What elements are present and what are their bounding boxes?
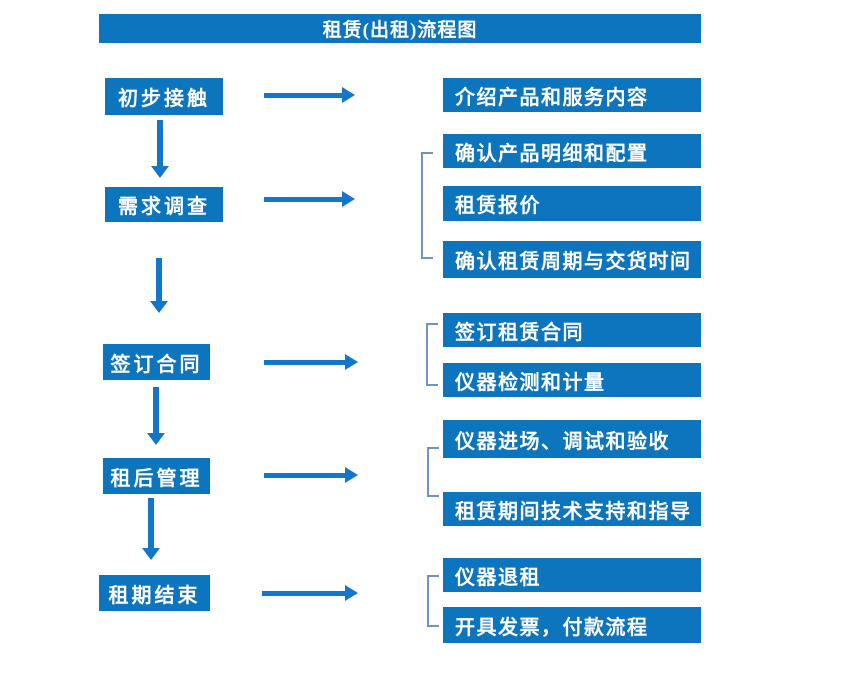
arrow-right-icon	[264, 191, 355, 207]
arrow-down-icon	[151, 120, 169, 178]
arrow-down-icon	[147, 387, 165, 445]
arrow-shaft	[156, 258, 162, 302]
arrow-right-icon	[264, 354, 358, 370]
arrow-head	[345, 467, 358, 483]
arrow-head	[142, 548, 160, 560]
arrow-shaft	[148, 498, 154, 549]
arrow-head	[345, 585, 358, 601]
detail-box-instrument-inspection: 仪器检测和计量	[443, 363, 701, 397]
group-bracket	[427, 447, 439, 497]
title-bar: 租赁(出租)流程图	[99, 14, 701, 43]
group-bracket	[427, 575, 439, 627]
arrow-shaft	[264, 92, 344, 98]
group-bracket	[421, 152, 433, 259]
step-box-post-rental-management: 租后管理	[103, 458, 210, 494]
detail-box-instrument-setup: 仪器进场、调试和验收	[443, 420, 701, 458]
detail-box-confirm-rental-period: 确认租赁周期与交货时间	[443, 241, 701, 278]
detail-box-sign-rental-contract: 签订租赁合同	[443, 313, 701, 347]
detail-box-instrument-return: 仪器退租	[443, 558, 701, 592]
arrow-shaft	[264, 472, 347, 478]
page-title: 租赁(出租)流程图	[322, 20, 478, 41]
detail-box-confirm-product-details: 确认产品明细和配置	[443, 134, 701, 168]
arrow-right-icon	[262, 585, 358, 601]
arrow-shaft	[157, 120, 163, 167]
arrow-shaft	[264, 196, 344, 202]
arrow-shaft	[264, 359, 347, 365]
arrow-down-icon	[142, 498, 160, 560]
detail-box-technical-support: 租赁期间技术支持和指导	[443, 492, 701, 526]
arrow-head	[342, 191, 355, 207]
arrow-shaft	[153, 387, 159, 434]
arrow-right-icon	[264, 87, 355, 103]
arrow-down-icon	[150, 258, 168, 313]
group-bracket	[426, 323, 438, 386]
arrow-right-icon	[264, 467, 358, 483]
arrow-head	[151, 166, 169, 178]
detail-box-rental-quote: 租赁报价	[443, 186, 701, 221]
arrow-head	[150, 301, 168, 313]
step-box-needs-survey: 需求调查	[105, 187, 223, 222]
step-box-rental-end: 租期结束	[99, 575, 210, 611]
detail-box-introduce-products: 介绍产品和服务内容	[443, 78, 701, 112]
step-box-sign-contract: 签订合同	[103, 344, 210, 380]
arrow-shaft	[262, 590, 347, 596]
arrow-head	[147, 433, 165, 445]
arrow-head	[342, 87, 355, 103]
detail-box-invoice-payment: 开具发票，付款流程	[443, 607, 701, 643]
arrow-head	[345, 354, 358, 370]
step-box-initial-contact: 初步接触	[105, 78, 223, 115]
